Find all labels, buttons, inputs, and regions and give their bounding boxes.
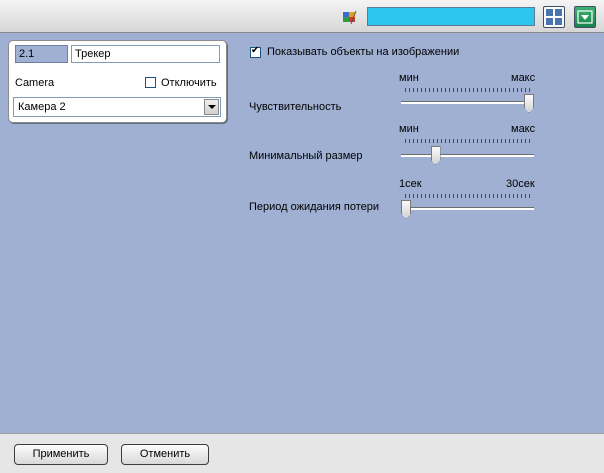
min-size-label: Минимальный размер <box>249 150 363 162</box>
min-size-max-label: макс <box>511 123 536 135</box>
loss-timeout-min-label: 1сек <box>399 178 422 190</box>
loss-timeout-slider-track[interactable] <box>401 207 534 210</box>
object-name-field[interactable]: Трекер <box>71 45 220 63</box>
sensitivity-ticks <box>405 88 531 92</box>
grid-layout-icon <box>544 7 564 27</box>
disable-checkbox[interactable] <box>145 77 156 88</box>
object-id-field[interactable]: 2.1 <box>15 45 68 63</box>
sensitivity-slider-track[interactable] <box>401 101 534 104</box>
loss-timeout-max-label: 30сек <box>506 178 535 190</box>
cancel-button[interactable]: Отменить <box>121 444 209 465</box>
apply-button[interactable]: Применить <box>14 444 108 465</box>
camera-label: Camera <box>15 77 55 89</box>
camera-select-value: Камера 2 <box>18 101 66 113</box>
sensitivity-min-label: мин <box>399 72 419 84</box>
bottom-action-bar: Применить Отменить <box>0 433 604 473</box>
disable-label: Отключить <box>161 77 217 89</box>
object-panel: 2.1 Трекер Camera Отключить Камера 2 <box>8 40 227 123</box>
dropdown-arrow-icon <box>575 7 595 27</box>
loss-timeout-slider-thumb[interactable] <box>401 200 411 219</box>
toolbar-dropdown-button[interactable] <box>574 6 596 28</box>
top-toolbar <box>0 0 604 33</box>
loss-timeout-label: Период ожидания потери <box>249 201 380 213</box>
sensitivity-label: Чувствительность <box>249 101 342 113</box>
min-size-slider-thumb[interactable] <box>430 146 441 165</box>
sensitivity-max-label: макс <box>511 72 536 84</box>
loss-timeout-ticks <box>405 194 531 198</box>
chevron-down-icon[interactable] <box>204 99 219 115</box>
show-objects-label: Показывать объекты на изображении <box>267 46 460 58</box>
min-size-min-label: мин <box>399 123 419 135</box>
show-objects-checkbox[interactable] <box>250 45 261 58</box>
camera-select[interactable]: Камера 2 <box>13 97 221 117</box>
min-size-slider-track[interactable] <box>401 154 534 157</box>
flag-icon[interactable] <box>341 9 359 25</box>
sensitivity-slider-thumb[interactable] <box>524 94 534 113</box>
min-size-ticks <box>405 139 531 143</box>
grid-layout-button[interactable] <box>543 6 565 28</box>
camera-search-field[interactable] <box>367 7 535 26</box>
